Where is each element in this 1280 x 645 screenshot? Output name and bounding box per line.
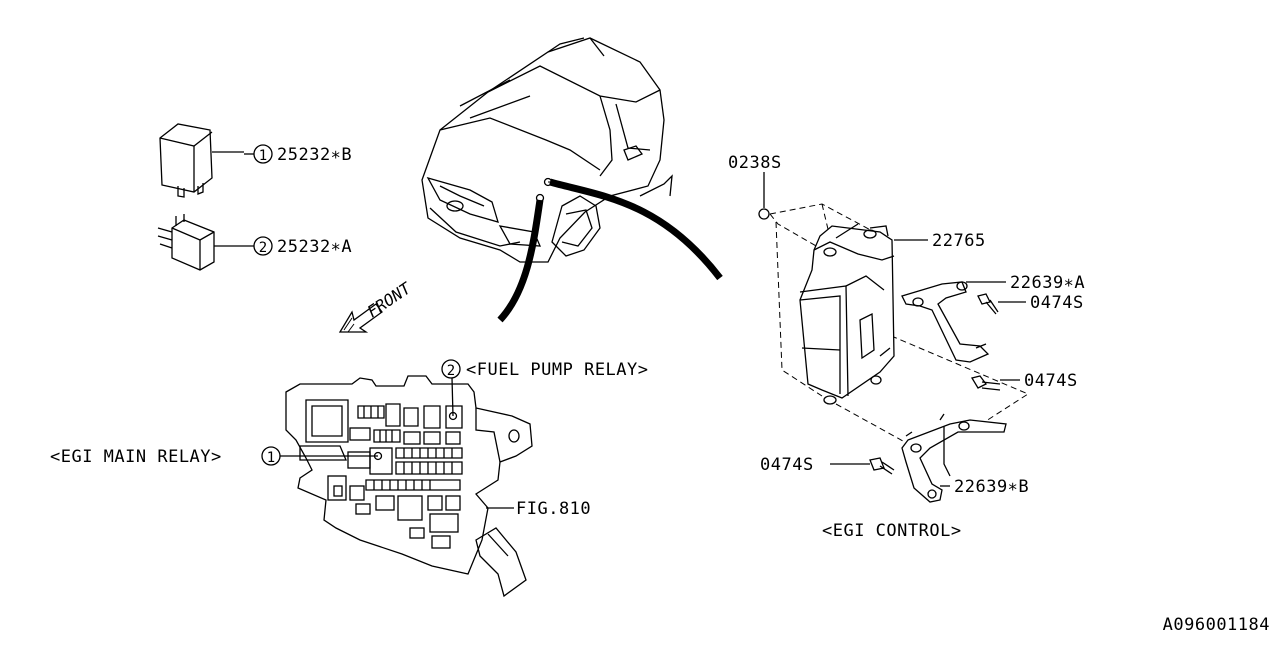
fig-reference: FIG.810 (516, 499, 591, 519)
bracket-a-drawing (901, 281, 1006, 363)
relay-b-drawing (159, 123, 244, 198)
relay-b-part-number: 25232∗B (277, 145, 352, 165)
egi-main-relay-number: 1 (267, 450, 275, 466)
egi-module-part-number: 22765 (932, 231, 986, 251)
bolt-part-number: 0474S (760, 455, 814, 475)
bolt-icon (977, 293, 1026, 315)
egi-control-section-label: <EGI CONTROL> (822, 521, 962, 541)
relay-a-callout: 2 25232∗A (253, 236, 352, 257)
bolt-part-number: 0474S (1030, 293, 1084, 313)
harness-cable (497, 199, 544, 323)
egi-module-drawing (758, 172, 1030, 447)
bracket-b-part-number: 22639∗B (954, 477, 1029, 497)
bolt-icon (970, 375, 1020, 391)
egi-main-relay-callout: <EGI MAIN RELAY> 1 (50, 446, 281, 467)
nut-part-number: 0238S (728, 153, 782, 173)
fuel-pump-relay-label: <FUEL PUMP RELAY> (466, 360, 649, 380)
bracket-b-drawing (901, 413, 1007, 503)
fuel-pump-relay-callout: 2 <FUEL PUMP RELAY> (441, 359, 649, 380)
harness-cable (549, 178, 723, 281)
relay-b-number: 1 (259, 148, 267, 164)
front-label: FRONT (364, 278, 416, 321)
relay-a-drawing (157, 214, 254, 271)
front-arrow-icon (338, 303, 383, 333)
egi-main-relay-label: <EGI MAIN RELAY> (50, 447, 222, 467)
bracket-a-part-number: 22639∗A (1010, 273, 1085, 293)
relay-a-part-number: 25232∗A (277, 237, 352, 257)
relay-b-callout: 1 25232∗B (244, 144, 352, 165)
bolt-icon (830, 457, 895, 475)
bolt-part-number: 0474S (1024, 371, 1078, 391)
relay-a-number: 2 (259, 240, 267, 256)
fuel-pump-relay-number: 2 (447, 363, 455, 379)
fuse-box-drawing (280, 375, 533, 598)
vehicle-drawing (421, 37, 673, 263)
diagram-id: A096001184 (1163, 615, 1270, 635)
